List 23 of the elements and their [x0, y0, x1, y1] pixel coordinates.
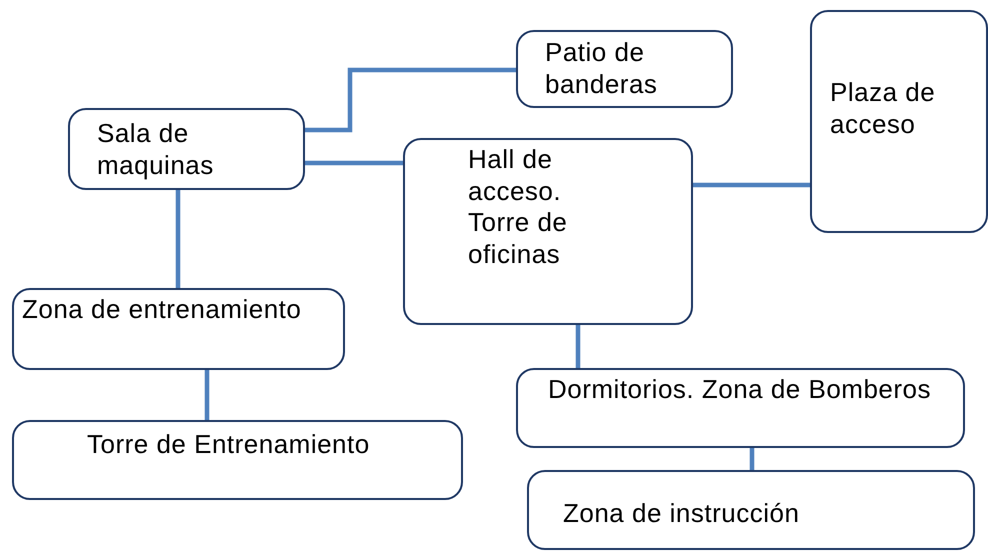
box-label: Torre de Entrenamiento: [87, 429, 371, 461]
connector-line: [305, 160, 403, 166]
box-label: Zona de instrucción: [563, 498, 800, 530]
connector-line: [305, 68, 516, 132]
rounded-box: [12, 420, 463, 500]
rounded-box: [527, 470, 975, 550]
connector-line: [176, 190, 180, 288]
rounded-box: [403, 138, 693, 325]
connector-line: [576, 325, 580, 368]
box-label: Zona de entrenamiento: [22, 294, 302, 326]
connector-line: [204, 370, 210, 420]
box-label: Dormitorios. Zona de Bomberos: [548, 374, 932, 406]
connector-line: [750, 448, 754, 470]
rounded-box: [516, 30, 733, 108]
box-label: Patio de banderas: [545, 37, 658, 100]
rounded-box: [810, 10, 988, 233]
connector-line: [693, 182, 810, 188]
box-label: Plaza de acceso: [830, 77, 936, 140]
rounded-box: [516, 368, 965, 448]
rounded-box: [12, 288, 345, 370]
box-label: Hall de acceso. Torre de oficinas: [468, 144, 568, 271]
box-label: Sala de maquinas: [97, 118, 215, 182]
rounded-box: [68, 108, 305, 190]
